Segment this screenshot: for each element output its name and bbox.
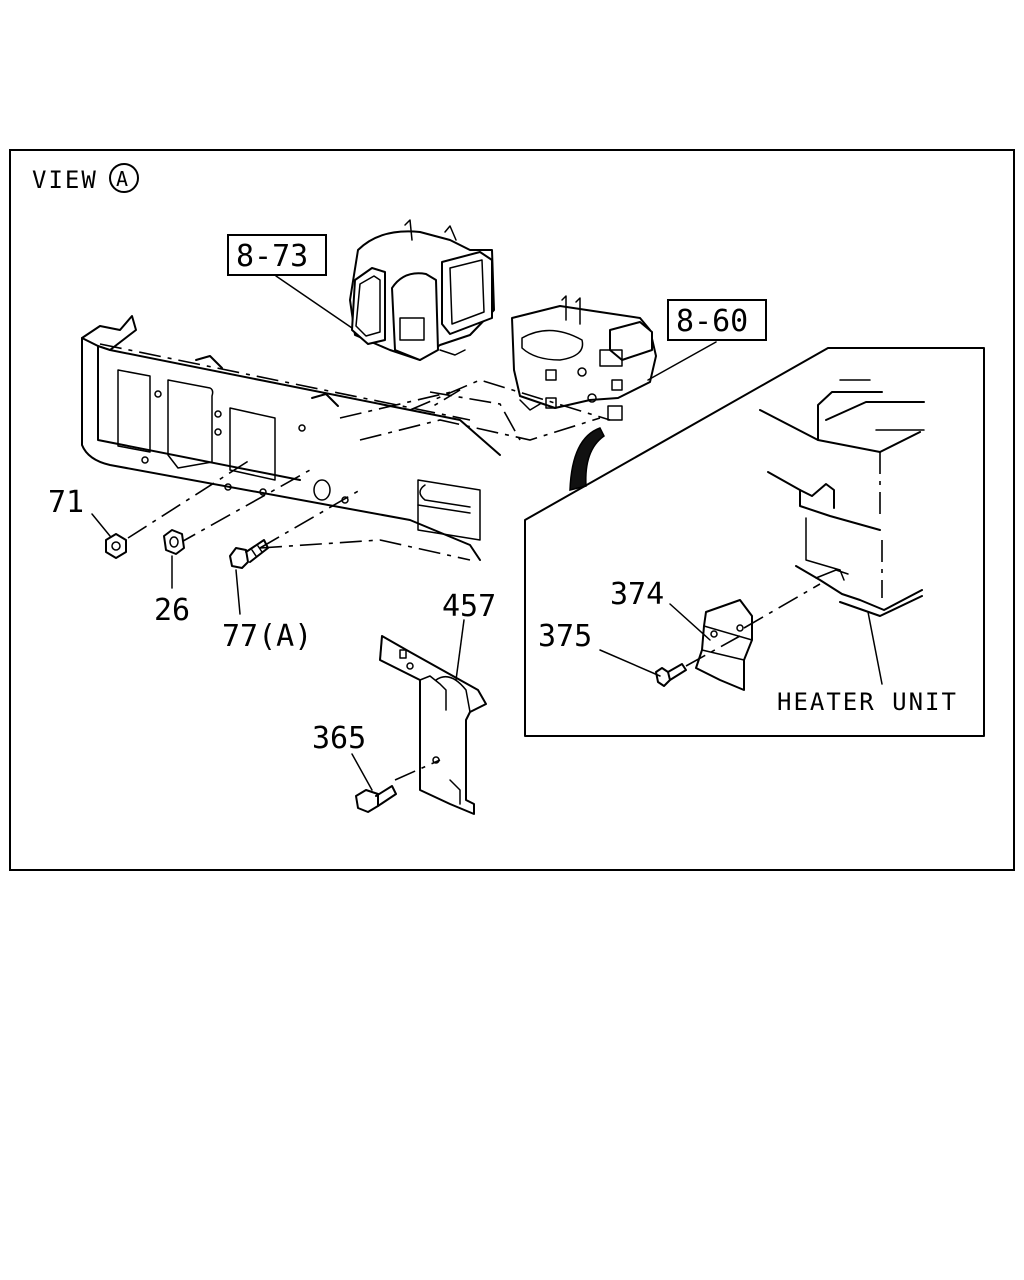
callout-26: 26 <box>154 555 190 628</box>
callout-365: 365 <box>312 721 373 791</box>
callout-77a: 77(A) <box>222 569 312 654</box>
callout-box-8-73 <box>227 234 327 276</box>
nut-71 <box>105 533 127 559</box>
bolt-365 <box>355 785 397 813</box>
view-arrow <box>569 427 605 491</box>
callout-374: 374 <box>610 577 711 641</box>
bracket-457 <box>379 635 487 815</box>
diagram-frame <box>9 149 1015 871</box>
callout-457: 457 <box>442 589 496 681</box>
assembly-lines <box>99 343 611 781</box>
caption-heater-unit-text: HEATER UNIT <box>777 688 958 716</box>
callout-8-73: 8-73 <box>227 234 353 329</box>
callout-375: 375 <box>538 619 661 677</box>
blower-unit-assembly <box>349 219 495 361</box>
view-title: VIEW A <box>32 163 139 194</box>
nut-26 <box>163 529 185 555</box>
panel-frame-part <box>81 315 501 561</box>
detail-inset <box>524 347 985 737</box>
callout-label-374: 374 <box>610 577 664 612</box>
view-symbol-letter: A <box>116 167 128 191</box>
view-symbol-circle <box>109 163 139 193</box>
view-title-text: VIEW <box>32 166 98 194</box>
detail-frame <box>524 347 985 737</box>
callout-label-457: 457 <box>442 589 496 624</box>
callout-label-71: 71 <box>48 485 84 520</box>
callout-label-8-60: 8-60 <box>676 304 748 339</box>
callout-label-375: 375 <box>538 619 592 654</box>
callout-label-26: 26 <box>154 593 190 628</box>
callout-8-60: 8-60 <box>647 299 767 381</box>
callout-71: 71 <box>48 485 111 537</box>
caption-heater-unit: HEATER UNIT <box>777 611 958 716</box>
callout-label-8-73: 8-73 <box>236 239 308 274</box>
heater-unit-assembly <box>511 295 657 421</box>
callout-label-77a: 77(A) <box>222 619 312 654</box>
callout-label-365: 365 <box>312 721 366 756</box>
callout-box-8-60 <box>667 299 767 341</box>
bolt-77a <box>229 539 269 569</box>
